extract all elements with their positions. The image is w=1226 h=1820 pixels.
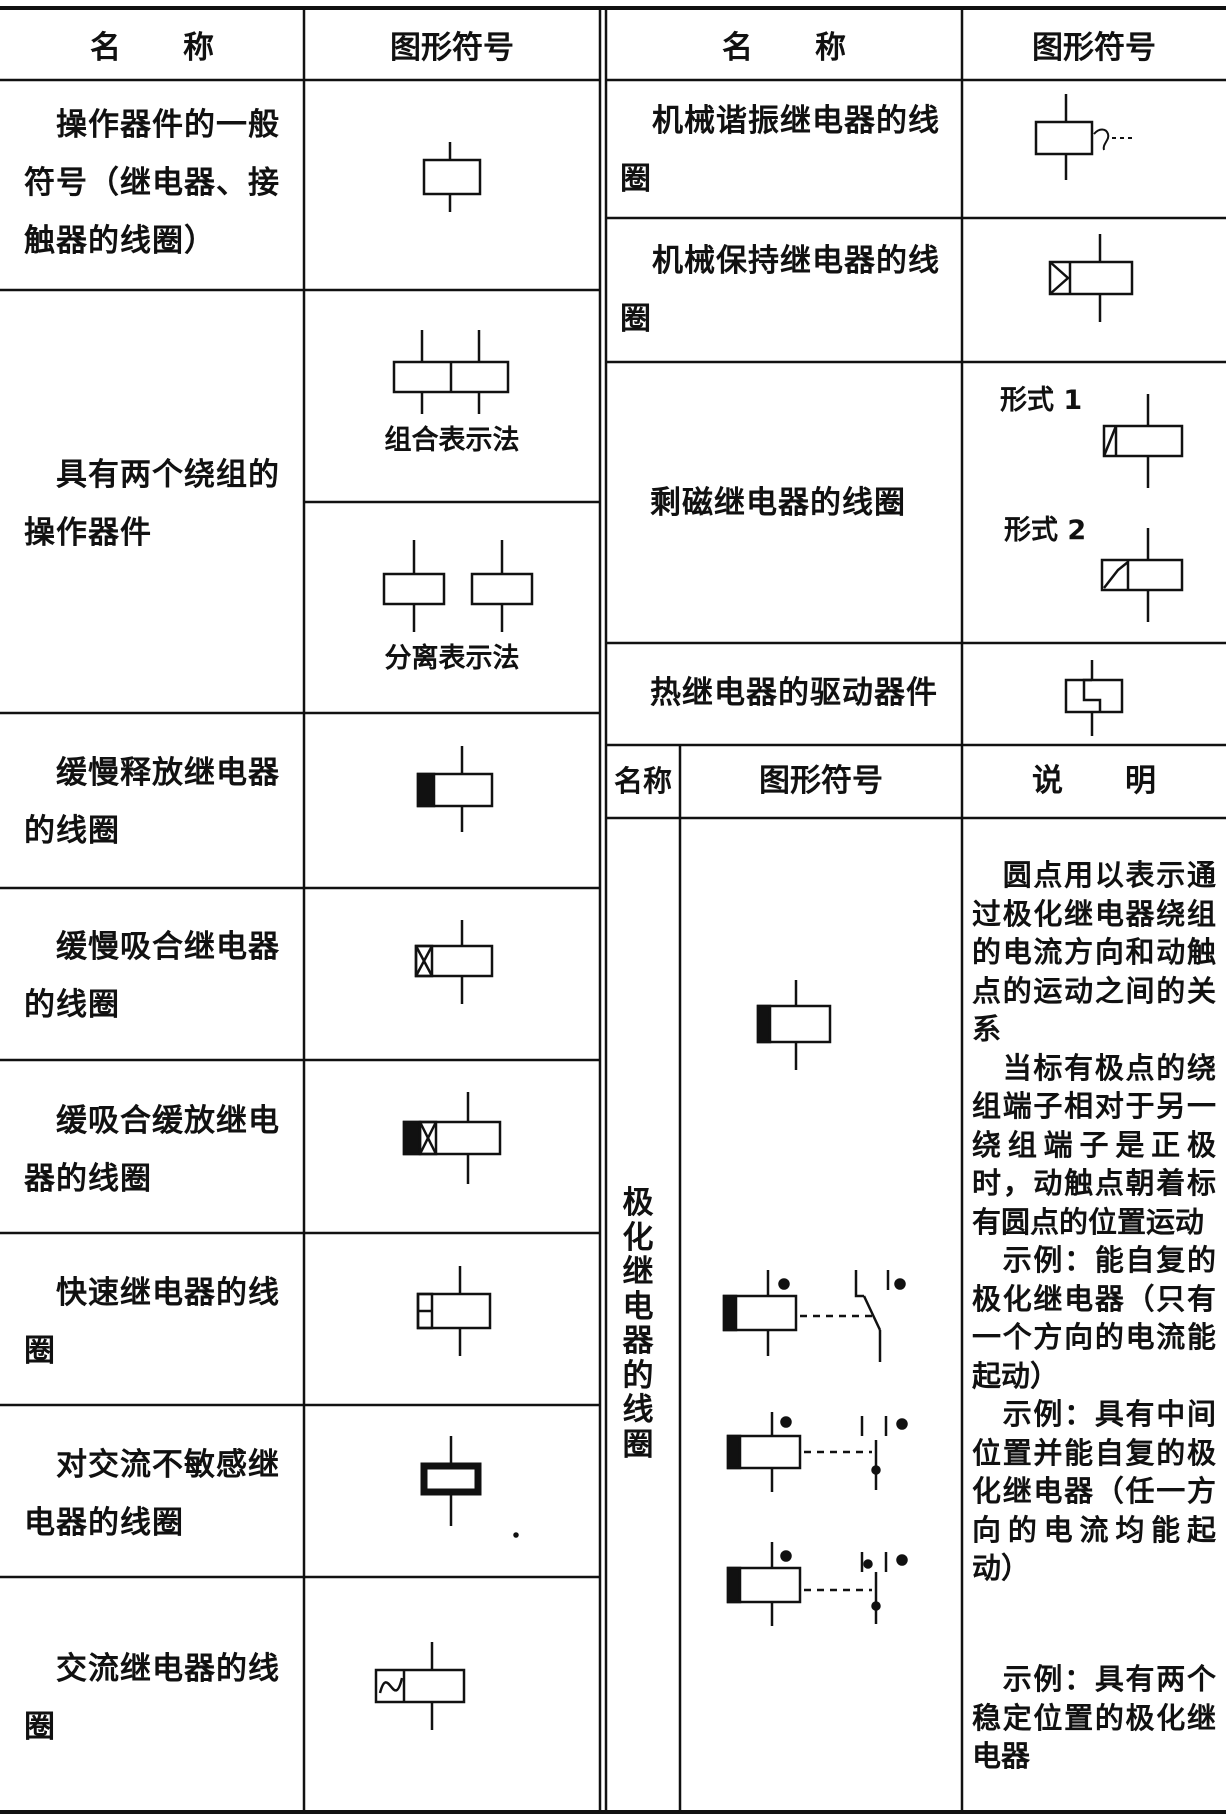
remanent-form1-symbol: [1102, 394, 1184, 488]
row-resonant-name-l2: 圈: [620, 161, 652, 197]
row-ac-relay-name-l1: 交流继电器的线: [24, 1651, 280, 1687]
caption-combined: 组合表示法: [384, 425, 520, 456]
row-general-coil-name-l2: 符号（继电器、接: [24, 165, 280, 201]
row-two-winding-name-l1: 具有两个绕组的: [24, 457, 280, 493]
row-two-winding-name-l2: 操作器件: [24, 515, 152, 551]
ac-relay-coil-symbol: [374, 1642, 466, 1730]
caption-separate: 分离表示法: [384, 643, 520, 674]
resonant-relay-coil-symbol: [1034, 94, 1132, 180]
row-general-coil-name-l1: 操作器件的一般: [24, 107, 280, 143]
remanent-form1-label: 形式 1: [1000, 385, 1083, 416]
two-winding-combined-symbol: [392, 330, 510, 414]
header-polar-name: 名称: [613, 764, 672, 798]
row-general-coil-name-l3: 触器的线圈）: [24, 223, 216, 259]
row-fast-relay-name-l2: 圈: [24, 1333, 56, 1369]
polarized-self-reset-symbol: [722, 1270, 906, 1362]
remanent-form2-symbol: [1100, 528, 1184, 622]
ac-insensitive-coil-symbol: [420, 1436, 519, 1538]
polarized-middle-position-symbol: [726, 1412, 908, 1492]
two-winding-separate-symbol: [382, 540, 534, 632]
row-remanent-name: 剩磁继电器的线圈: [650, 485, 906, 521]
header-name-left: 名 称: [90, 30, 214, 66]
row-fast-relay-name-l1: 快速继电器的线: [24, 1275, 280, 1311]
row-slow-op-rel-name-l1: 缓吸合缓放继电: [24, 1103, 280, 1139]
row-slow-op-rel-name-l2: 器的线圈: [24, 1161, 152, 1197]
slow-operate-coil-symbol: [414, 920, 494, 1004]
header-polar-symbol: 图形符号: [759, 763, 883, 799]
row-ac-insensitive-name-l1: 对交流不敏感继: [24, 1447, 280, 1483]
fast-relay-coil-symbol: [416, 1266, 492, 1356]
row-slow-release-name-l2: 的线圈: [24, 813, 120, 849]
slow-release-coil-symbol: [416, 746, 494, 832]
general-coil-symbol: [422, 142, 482, 212]
row-resonant-name-l1: 机械谐振继电器的线: [620, 103, 940, 139]
remanent-form2-label: 形式 2: [1004, 515, 1087, 546]
row-slow-release-name-l1: 缓慢释放继电器: [24, 755, 280, 791]
thermal-relay-element-symbol: [1064, 660, 1124, 736]
slow-operate-release-coil-symbol: [402, 1092, 502, 1184]
polarized-coil-symbol: [756, 980, 832, 1070]
latching-relay-coil-symbol: [1048, 234, 1134, 322]
row-slow-operate-name-l2: 的线圈: [24, 987, 120, 1023]
header-symbol-left: 图形符号: [390, 30, 514, 66]
header-symbol-right: 图形符号: [1032, 30, 1156, 66]
row-ac-insensitive-name-l2: 电器的线圈: [24, 1505, 184, 1541]
row-latching-name-l1: 机械保持继电器的线: [620, 243, 940, 279]
polar-relay-name: 极化继电器的线圈: [622, 1185, 654, 1463]
row-ac-relay-name-l2: 圈: [24, 1709, 56, 1745]
polar-note-bistable: 示例：具有两个稳定位置的极化继电器: [972, 1662, 1216, 1773]
row-slow-operate-name-l1: 缓慢吸合继电器: [24, 929, 280, 965]
header-polar-note: 说 明: [1032, 763, 1156, 799]
polarized-bistable-symbol: [726, 1542, 908, 1626]
row-latching-name-l2: 圈: [620, 301, 652, 337]
row-thermal-name: 热继电器的驱动器件: [650, 675, 938, 711]
header-name-right: 名 称: [722, 30, 846, 66]
polar-note-main: 圆点用以表示通过极化继电器绕组的电流方向和动触点的运动之间的关系 当标有极点的绕…: [972, 858, 1216, 1585]
